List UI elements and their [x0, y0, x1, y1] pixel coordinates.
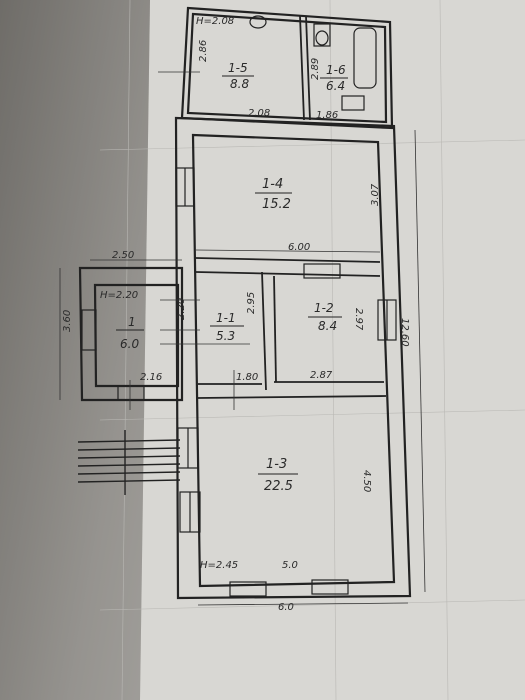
bathroom-fixtures: [249, 15, 377, 279]
dim-2-20: 2.20: [176, 298, 187, 320]
inner-walls: [195, 15, 387, 399]
dim-1-86: 1.86: [316, 110, 338, 121]
dim-12-60: 12.60: [399, 318, 410, 347]
dim-bottom-height: H=2.45: [200, 560, 238, 571]
dim-2-08: 2.08: [248, 108, 270, 119]
dim-2-50: 2.50: [112, 250, 134, 261]
dim-top-left-height: H=2.08: [196, 16, 234, 27]
dim-1-80: 1.80: [236, 372, 258, 383]
shadow-area: [0, 0, 150, 700]
dim-2-86: 2.86: [198, 40, 209, 62]
room-labels: 1-5 8.8 1-6 6.4 1-4 15.2 1-2 8.4 1-1 5.3…: [116, 61, 348, 494]
room-1-3-number: 1-3: [266, 457, 287, 472]
dim-5-0: 5.0: [282, 560, 298, 571]
grid-lines: [99, 0, 525, 700]
dim-2-16: 2.16: [140, 372, 162, 383]
room-1-2-number: 1-2: [314, 301, 334, 315]
porch-stairs: [77, 430, 181, 495]
room-1-area: 6.0: [120, 337, 139, 351]
room-1-1-area: 5.3: [216, 329, 235, 343]
room-1-5-number: 1-5: [228, 61, 248, 75]
windows: [81, 167, 397, 597]
room-1-3-area: 22.5: [264, 479, 293, 494]
room-1-5-area: 8.8: [230, 77, 249, 91]
dim-3-07: 3.07: [370, 183, 381, 206]
room-1-4-area: 15.2: [262, 197, 291, 212]
dimension-lines: [59, 71, 426, 606]
dim-2-97: 2.97: [353, 308, 364, 331]
room-1-6-area: 6.4: [326, 79, 345, 93]
dim-2-95: 2.95: [246, 292, 257, 314]
dim-2-89: 2.89: [310, 58, 321, 80]
paper-sheet: [140, 0, 525, 700]
dim-porch-height: H=2.20: [100, 290, 138, 301]
dim-2-87: 2.87: [310, 370, 333, 381]
room-1-4-number: 1-4: [262, 177, 283, 192]
dim-3-60: 3.60: [62, 310, 73, 332]
room-1-6-number: 1-6: [326, 63, 346, 77]
dimension-labels: H=2.08 2.86 2.08 1.86 2.89 3.07 6.00 2.5…: [62, 16, 410, 613]
dim-4-50: 4.50: [361, 470, 372, 492]
room-1-number: 1: [128, 315, 136, 329]
room-1-1-number: 1-1: [216, 311, 236, 325]
dim-6-00: 6.00: [288, 242, 310, 253]
room-1-2-area: 8.4: [318, 319, 337, 333]
dim-6-0: 6.0: [278, 602, 294, 613]
